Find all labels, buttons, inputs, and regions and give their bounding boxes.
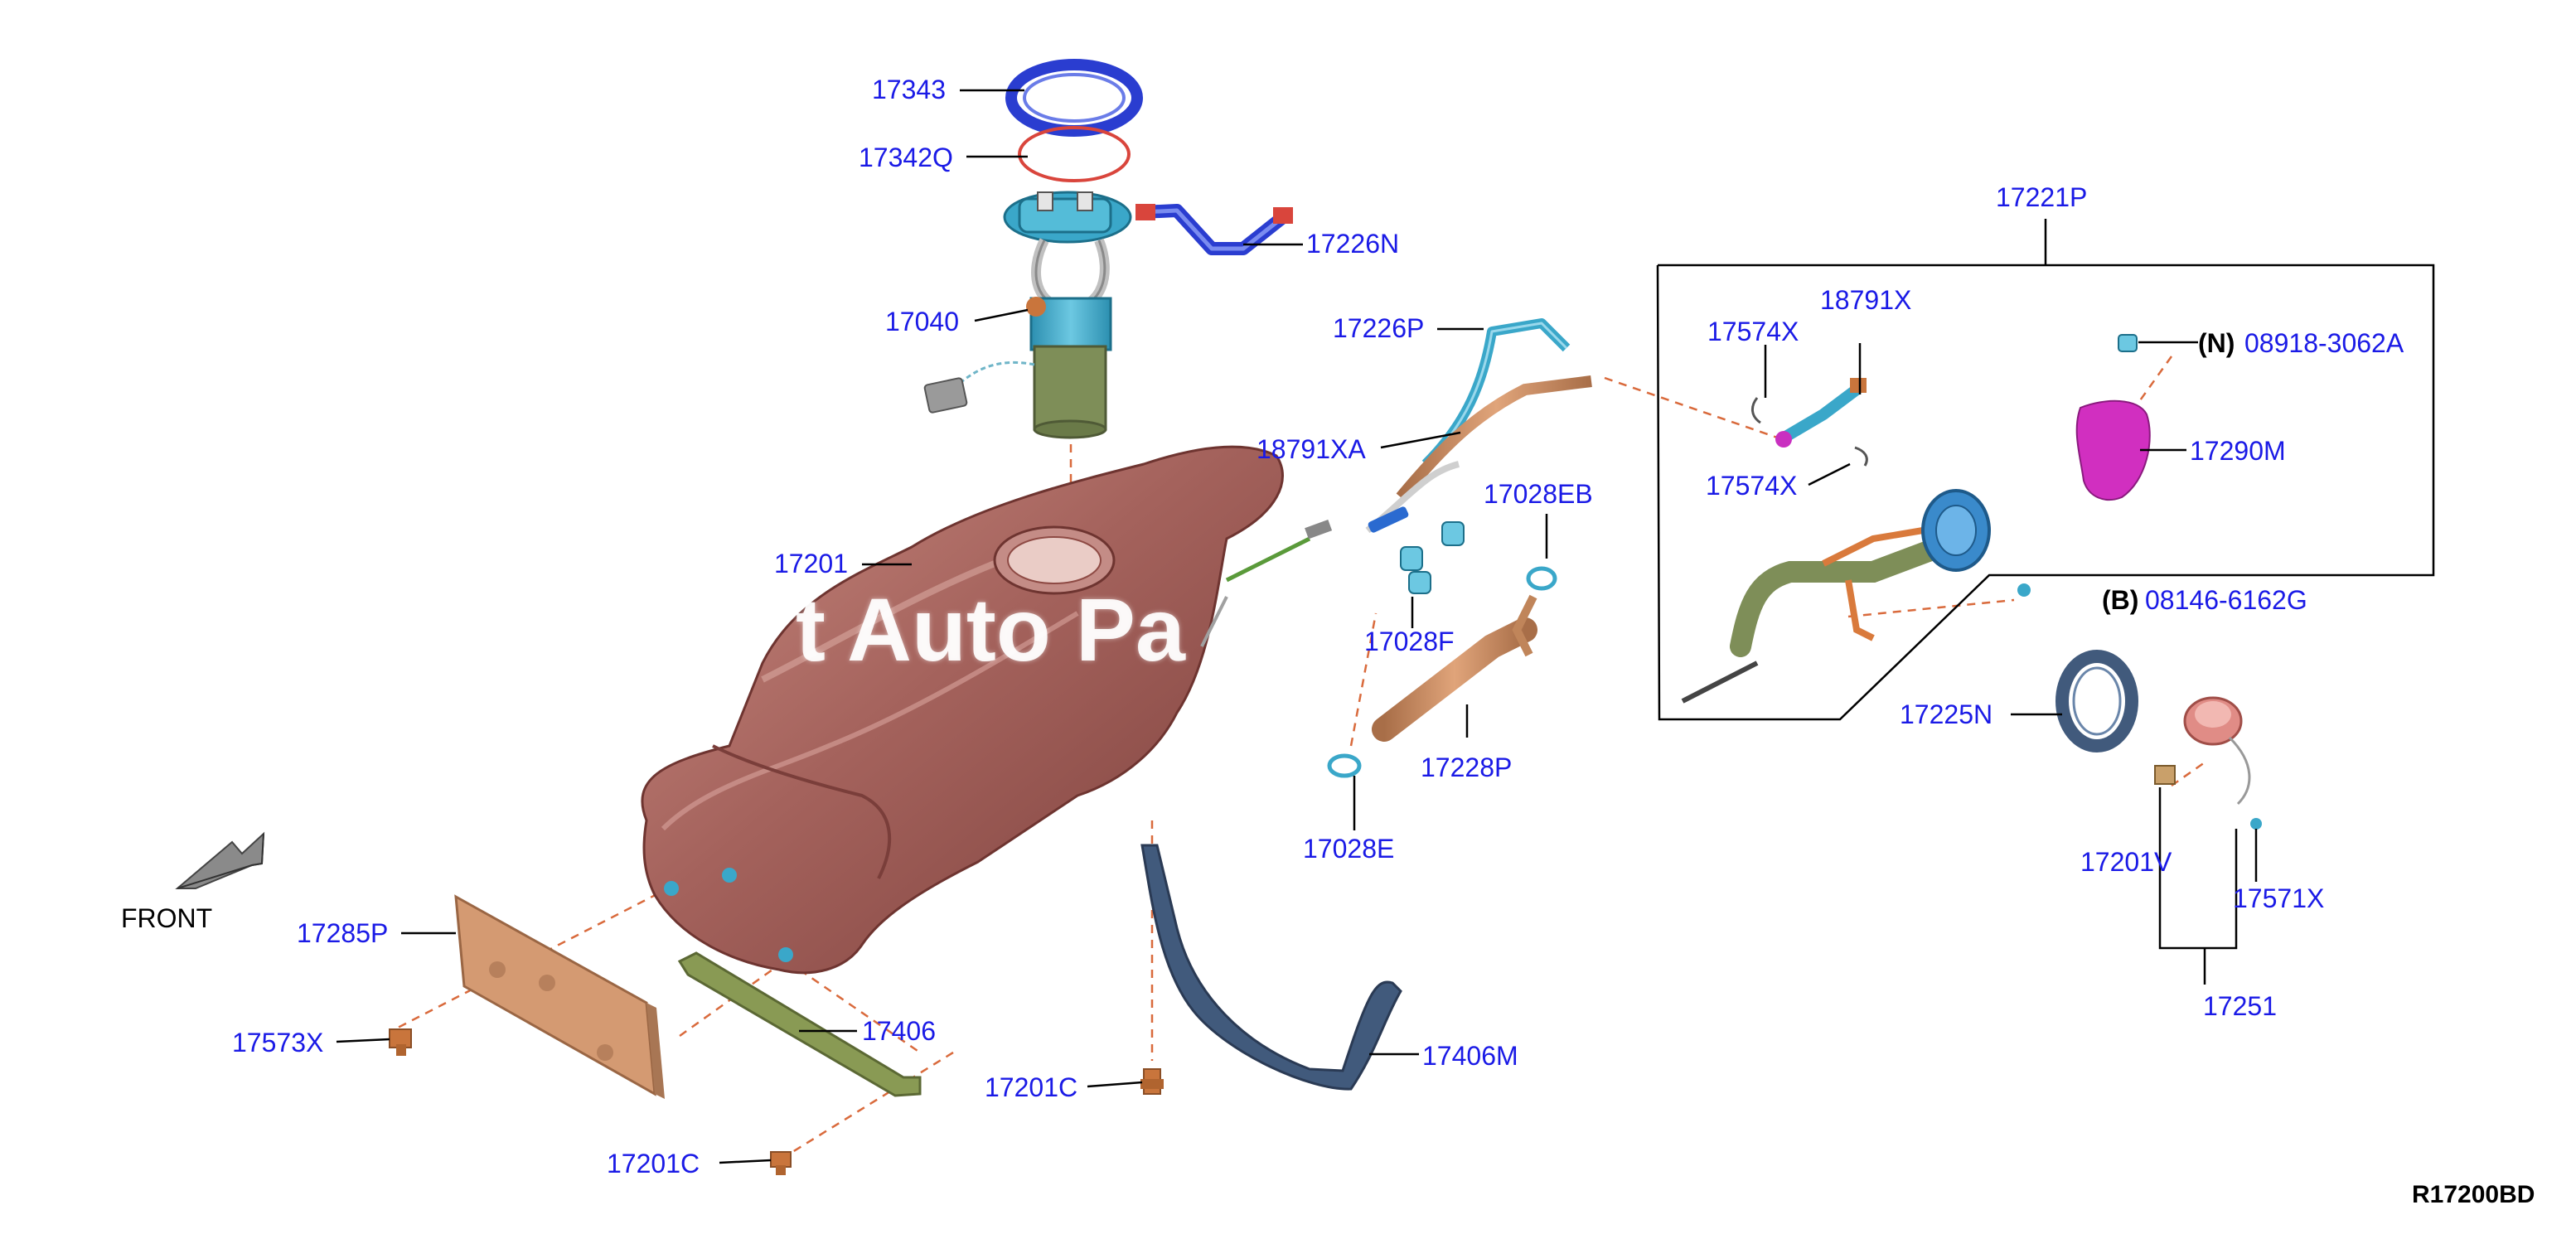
assembly-box-17221p (1656, 219, 2435, 721)
clips-17574x (1751, 397, 1868, 467)
callout-08918-prefix: (N) (2198, 328, 2235, 358)
callout-17406[interactable]: 17406 (862, 1016, 936, 1046)
callout-17251[interactable]: 17251 (2203, 991, 2277, 1021)
strap-17406m (1140, 844, 1402, 1091)
callout-17574x-upper[interactable]: 17574X (1707, 317, 1799, 346)
callout-17028e[interactable]: 17028E (1303, 834, 1395, 864)
callout-17574x-lower[interactable]: 17574X (1706, 471, 1798, 501)
hose-17226n (1135, 204, 1293, 255)
watermark-text: t Auto Pa (796, 579, 1185, 680)
diagram-code: R17200BD (2412, 1181, 2535, 1208)
fuel-tank-17201 (641, 445, 1333, 975)
front-arrow-icon (175, 831, 265, 889)
bolt-17573x (389, 1028, 412, 1056)
callout-18791x[interactable]: 18791X (1820, 285, 1912, 315)
callout-17201c-mid[interactable]: 17201C (985, 1072, 1078, 1102)
callout-17201[interactable]: 17201 (774, 549, 848, 578)
callout-17028f[interactable]: 17028F (1364, 627, 1455, 656)
grommet-17290m (2075, 399, 2151, 501)
callout-08146-prefix: (B) (2102, 585, 2139, 615)
clip-08918 (2118, 334, 2138, 352)
bracket-17406 (677, 951, 922, 1097)
callout-17201v[interactable]: 17201V (2080, 847, 2172, 877)
filler-tube-assembly (1681, 489, 2031, 704)
callout-17201c-lower[interactable]: 17201C (607, 1149, 700, 1178)
hose-18791x (1775, 378, 1867, 448)
callout-17285p[interactable]: 17285P (297, 918, 389, 948)
front-label: FRONT (121, 903, 213, 933)
callout-08918-3062a[interactable]: 08918-3062A (2244, 328, 2404, 358)
callout-08146-6162g[interactable]: 08146-6162G (2145, 585, 2307, 615)
callout-17028eb[interactable]: 17028EB (1484, 479, 1593, 509)
filler-cap-17251 (2154, 696, 2262, 830)
dashed-guides (397, 356, 2206, 1162)
callout-17406m[interactable]: 17406M (1422, 1041, 1518, 1071)
callout-17040[interactable]: 17040 (885, 307, 959, 336)
callout-17226p[interactable]: 17226P (1333, 313, 1425, 343)
callout-17228p[interactable]: 17228P (1421, 752, 1513, 782)
leader-lines (336, 89, 2258, 1164)
callout-17226n[interactable]: 17226N (1306, 229, 1400, 259)
callout-17290m[interactable]: 17290M (2190, 436, 2286, 466)
filler-hose-17228p (1327, 566, 1557, 778)
clamp-pieces-17028f (1368, 506, 1465, 594)
lock-ring-17343 (1005, 59, 1143, 137)
callout-17573x[interactable]: 17573X (232, 1028, 324, 1057)
protector-plate-17285p (454, 894, 665, 1099)
callout-18791xa[interactable]: 18791XA (1257, 434, 1366, 464)
fuel-pump-module (923, 191, 1132, 439)
filler-ring-17225n (2055, 650, 2138, 752)
bolt-17201c-lower (770, 1151, 792, 1175)
callout-17571x[interactable]: 17571X (2233, 883, 2325, 913)
bolt-17201c-mid (1140, 1068, 1164, 1095)
callout-17343[interactable]: 17343 (872, 75, 946, 104)
callout-17221p[interactable]: 17221P (1996, 182, 2088, 212)
o-ring-17342q (1018, 126, 1131, 182)
callout-17225n[interactable]: 17225N (1900, 699, 1993, 729)
callout-17342q[interactable]: 17342Q (859, 143, 953, 172)
